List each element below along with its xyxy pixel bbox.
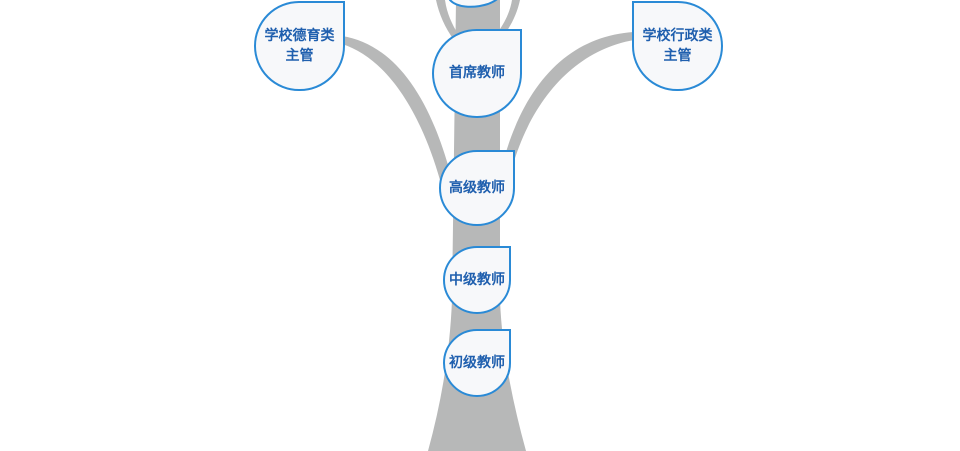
- node-school-administration-supervisor: 学校行政类 主管: [632, 1, 723, 91]
- branch-top-right: [498, 0, 520, 38]
- node-chief-teacher: 首席教师: [432, 29, 522, 118]
- node-senior-teacher: 高级教师: [439, 150, 515, 226]
- node-top-partial: [449, 0, 498, 8]
- branch-right: [502, 32, 634, 168]
- node-intermediate-teacher: 中级教师: [443, 246, 511, 314]
- branch-top-left: [436, 0, 458, 40]
- branch-left: [342, 36, 450, 180]
- node-school-moral-education-supervisor: 学校德育类 主管: [254, 1, 345, 91]
- node-junior-teacher: 初级教师: [443, 329, 511, 397]
